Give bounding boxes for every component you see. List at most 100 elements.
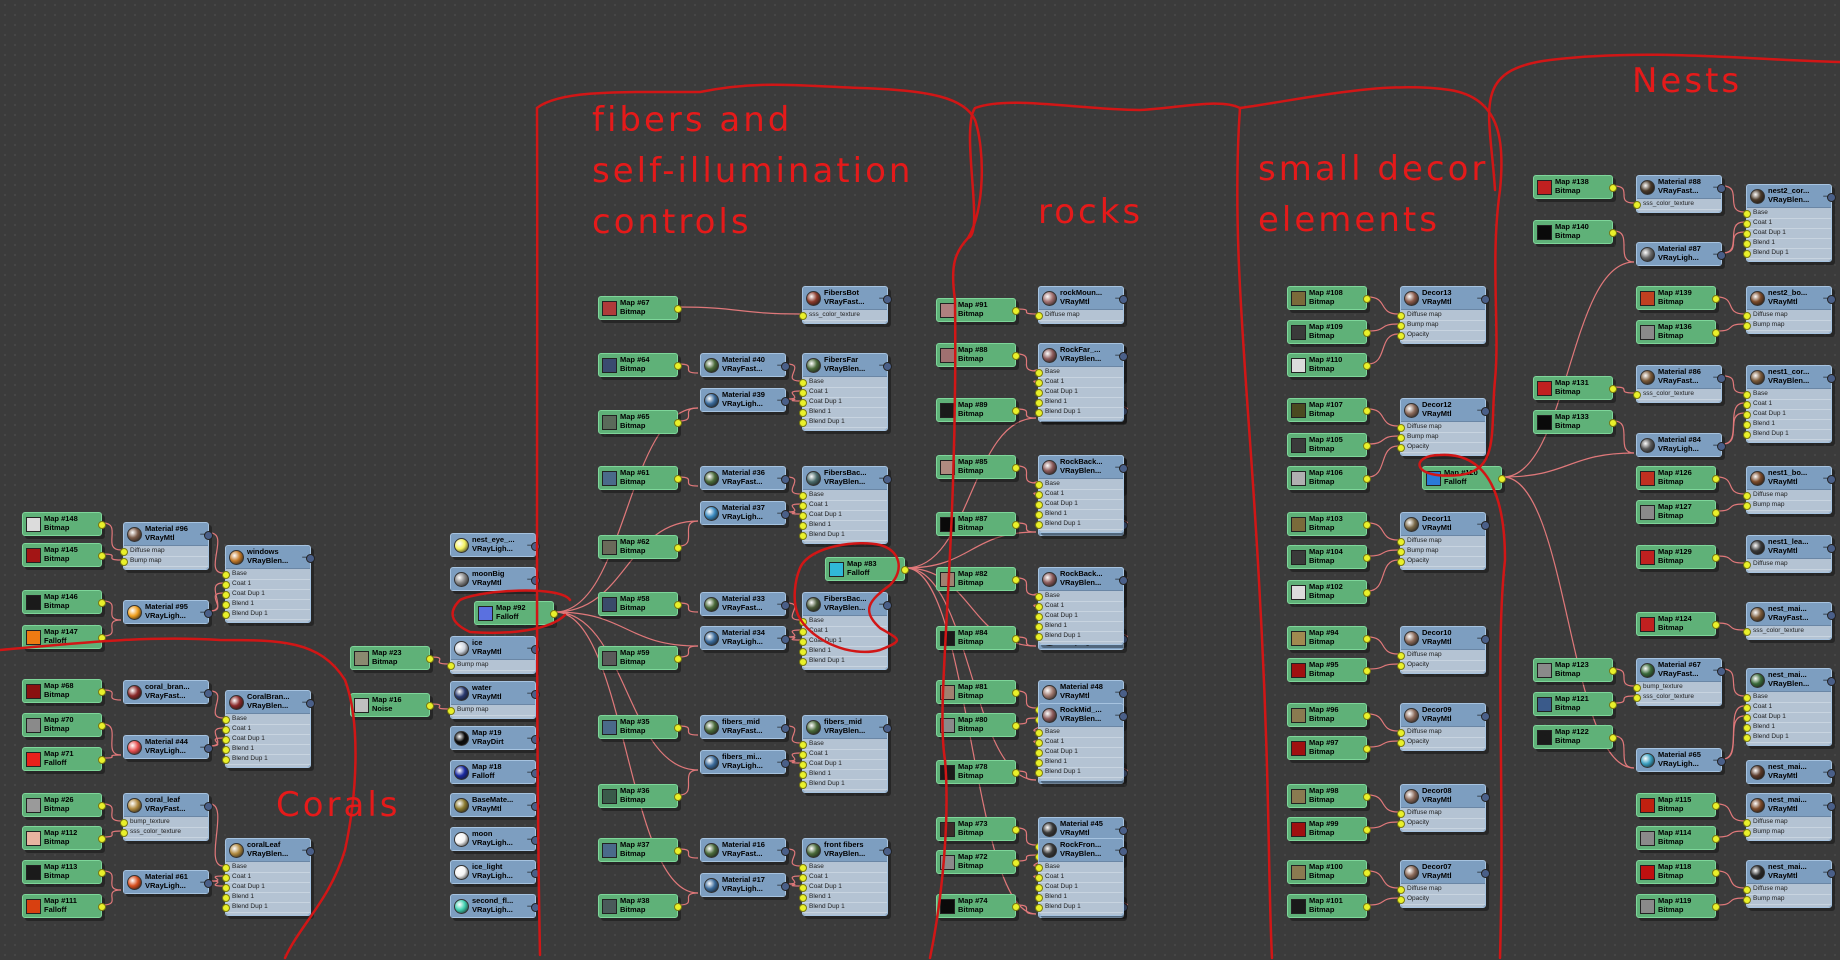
wire-connection[interactable]: [1016, 636, 1037, 647]
input-port-icon[interactable]: [799, 648, 807, 656]
input-port-icon[interactable]: [799, 874, 807, 882]
input-slot[interactable]: Base: [799, 863, 887, 873]
input-port-icon[interactable]: [799, 781, 807, 789]
wire-connection[interactable]: [1016, 308, 1037, 315]
input-port-icon[interactable]: [799, 492, 807, 500]
input-slot[interactable]: Base: [1035, 480, 1123, 490]
input-slot[interactable]: Coat 1: [1035, 378, 1123, 388]
input-slot[interactable]: Diffuse map: [1397, 537, 1485, 547]
node-collapse-icon[interactable]: −: [1114, 823, 1120, 834]
input-port-icon[interactable]: [1397, 332, 1405, 340]
input-port-icon[interactable]: [1035, 409, 1043, 417]
wire-connection[interactable]: [209, 592, 224, 612]
output-port-icon[interactable]: [1712, 554, 1720, 562]
input-port-icon[interactable]: [1035, 864, 1043, 872]
material-node-neye[interactable]: nest_eye_...VRayLigh...−: [450, 533, 540, 557]
wire-connection[interactable]: [1722, 221, 1745, 254]
input-port-icon[interactable]: [1397, 886, 1405, 894]
material-node-cbf[interactable]: coral_bran...VRayFast...−: [123, 680, 213, 704]
input-slot[interactable]: Coat 1: [222, 873, 310, 883]
output-port-icon[interactable]: [1717, 667, 1726, 676]
output-port-icon[interactable]: [1363, 869, 1371, 877]
input-slot[interactable]: Opacity: [1397, 895, 1485, 905]
wire-connection[interactable]: [1716, 622, 1745, 631]
node-collapse-icon[interactable]: −: [1712, 754, 1718, 765]
input-port-icon[interactable]: [1035, 501, 1043, 509]
input-slot[interactable]: Bump map: [1743, 828, 1831, 838]
input-slot[interactable]: Coat 1: [222, 580, 310, 590]
input-slot[interactable]: Coat Dup 1: [1035, 883, 1123, 893]
output-port-icon[interactable]: [1712, 869, 1720, 877]
output-port-icon[interactable]: [1717, 184, 1726, 193]
input-port-icon[interactable]: [1035, 623, 1043, 631]
output-port-icon[interactable]: [531, 802, 540, 811]
input-slot[interactable]: Coat Dup 1: [1743, 713, 1831, 723]
input-port-icon[interactable]: [1397, 820, 1405, 828]
output-port-icon[interactable]: [1498, 475, 1506, 483]
input-port-icon[interactable]: [1397, 538, 1405, 546]
output-port-icon[interactable]: [1712, 475, 1720, 483]
node-header[interactable]: RockMid_...VRayBlen...−: [1039, 704, 1123, 726]
output-port-icon[interactable]: [1481, 712, 1490, 721]
wire-connection[interactable]: [678, 892, 699, 906]
output-port-icon[interactable]: [1012, 826, 1020, 834]
node-header[interactable]: nest1_lea...VRayMtl−: [1747, 536, 1831, 558]
input-slot[interactable]: Coat Dup 1: [1743, 229, 1831, 239]
input-slot[interactable]: Bump map: [1743, 321, 1831, 331]
output-port-icon[interactable]: [883, 362, 892, 371]
input-port-icon[interactable]: [799, 751, 807, 759]
input-slot[interactable]: Base: [1035, 863, 1123, 873]
input-slot[interactable]: bump_texture: [1633, 683, 1721, 693]
wire-connection[interactable]: [1367, 333, 1399, 365]
output-port-icon[interactable]: [1609, 734, 1617, 742]
input-port-icon[interactable]: [1743, 391, 1751, 399]
input-port-icon[interactable]: [1035, 369, 1043, 377]
node-collapse-icon[interactable]: −: [1114, 844, 1120, 855]
input-port-icon[interactable]: [1743, 250, 1751, 258]
node-collapse-icon[interactable]: −: [1114, 709, 1120, 720]
input-slot[interactable]: Coat 1: [1743, 219, 1831, 229]
input-port-icon[interactable]: [222, 611, 230, 619]
wire-connection[interactable]: [1722, 668, 1745, 697]
input-port-icon[interactable]: [1743, 886, 1751, 894]
input-slot[interactable]: Blend 1: [799, 408, 887, 418]
input-port-icon[interactable]: [1035, 312, 1043, 320]
wire-connection[interactable]: [1716, 897, 1745, 906]
input-slot[interactable]: Coat 1: [1035, 873, 1123, 883]
input-port-icon[interactable]: [1743, 240, 1751, 248]
